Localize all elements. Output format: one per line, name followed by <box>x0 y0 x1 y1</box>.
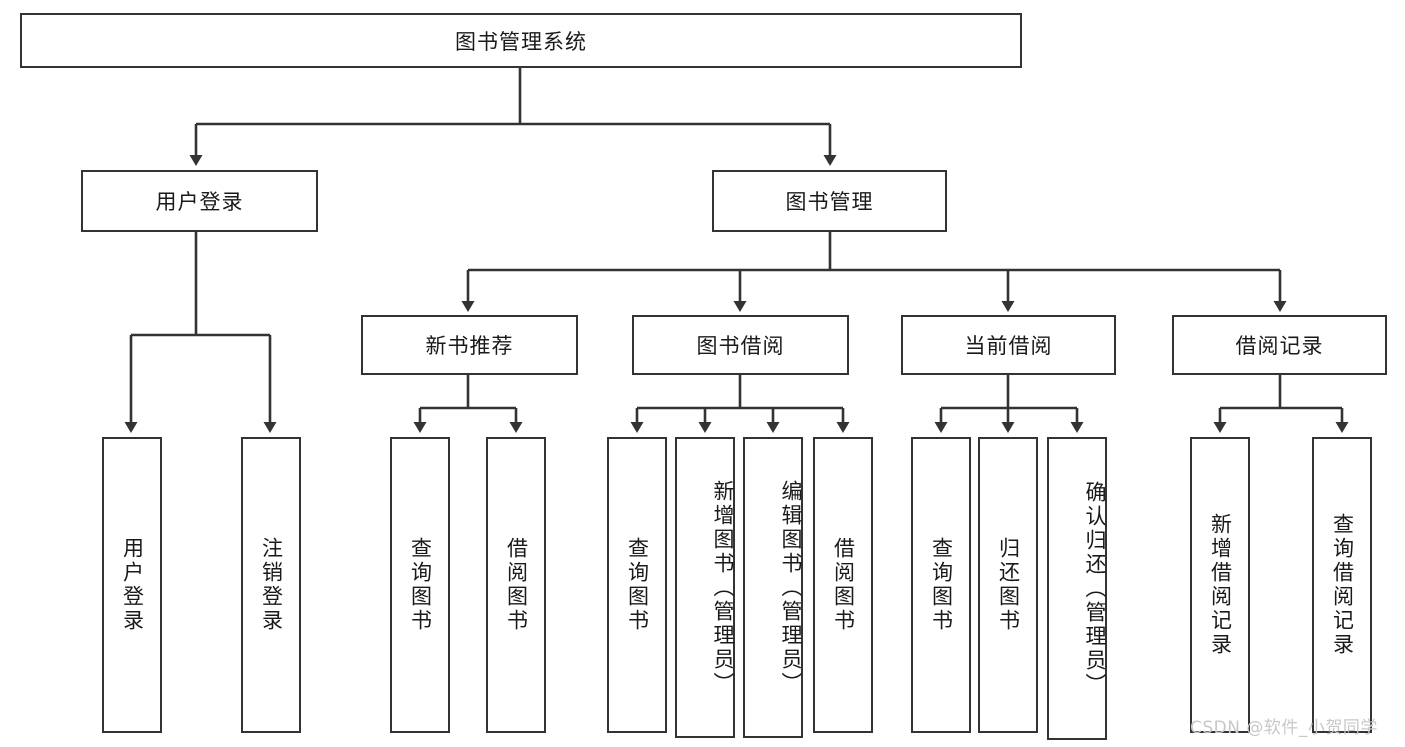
leaf-return-book[interactable]: 归还图书 <box>978 437 1038 733</box>
leaf-borrow-book-recommend[interactable]: 借阅图书 <box>486 437 546 733</box>
leaf-query-book[interactable]: 查询图书 <box>607 437 667 733</box>
node-current-borrow[interactable]: 当前借阅 <box>901 315 1116 375</box>
leaf-query-book-current[interactable]: 查询图书 <box>911 437 971 733</box>
leaf-logout[interactable]: 注销登录 <box>241 437 301 733</box>
watermark-text: CSDN @软件_小贺同学 <box>1190 718 1378 738</box>
node-user-login[interactable]: 用户登录 <box>81 170 318 232</box>
leaf-lend-book[interactable]: 借阅图书 <box>813 437 873 733</box>
node-borrow-record[interactable]: 借阅记录 <box>1172 315 1387 375</box>
node-book-manage[interactable]: 图书管理 <box>712 170 947 232</box>
leaf-add-book-admin[interactable]: 新增图书（管理员） <box>675 437 735 738</box>
leaf-confirm-return-admin[interactable]: 确认归还（管理员） <box>1047 437 1107 740</box>
node-book-borrow[interactable]: 图书借阅 <box>632 315 849 375</box>
leaf-query-borrow-record[interactable]: 查询借阅记录 <box>1312 437 1372 733</box>
leaf-user-login[interactable]: 用户登录 <box>102 437 162 733</box>
leaf-query-book-recommend[interactable]: 查询图书 <box>390 437 450 733</box>
leaf-add-borrow-record[interactable]: 新增借阅记录 <box>1190 437 1250 733</box>
leaf-edit-book-admin[interactable]: 编辑图书（管理员） <box>743 437 803 738</box>
node-root[interactable]: 图书管理系统 <box>20 13 1022 68</box>
node-new-book-recommend[interactable]: 新书推荐 <box>361 315 578 375</box>
